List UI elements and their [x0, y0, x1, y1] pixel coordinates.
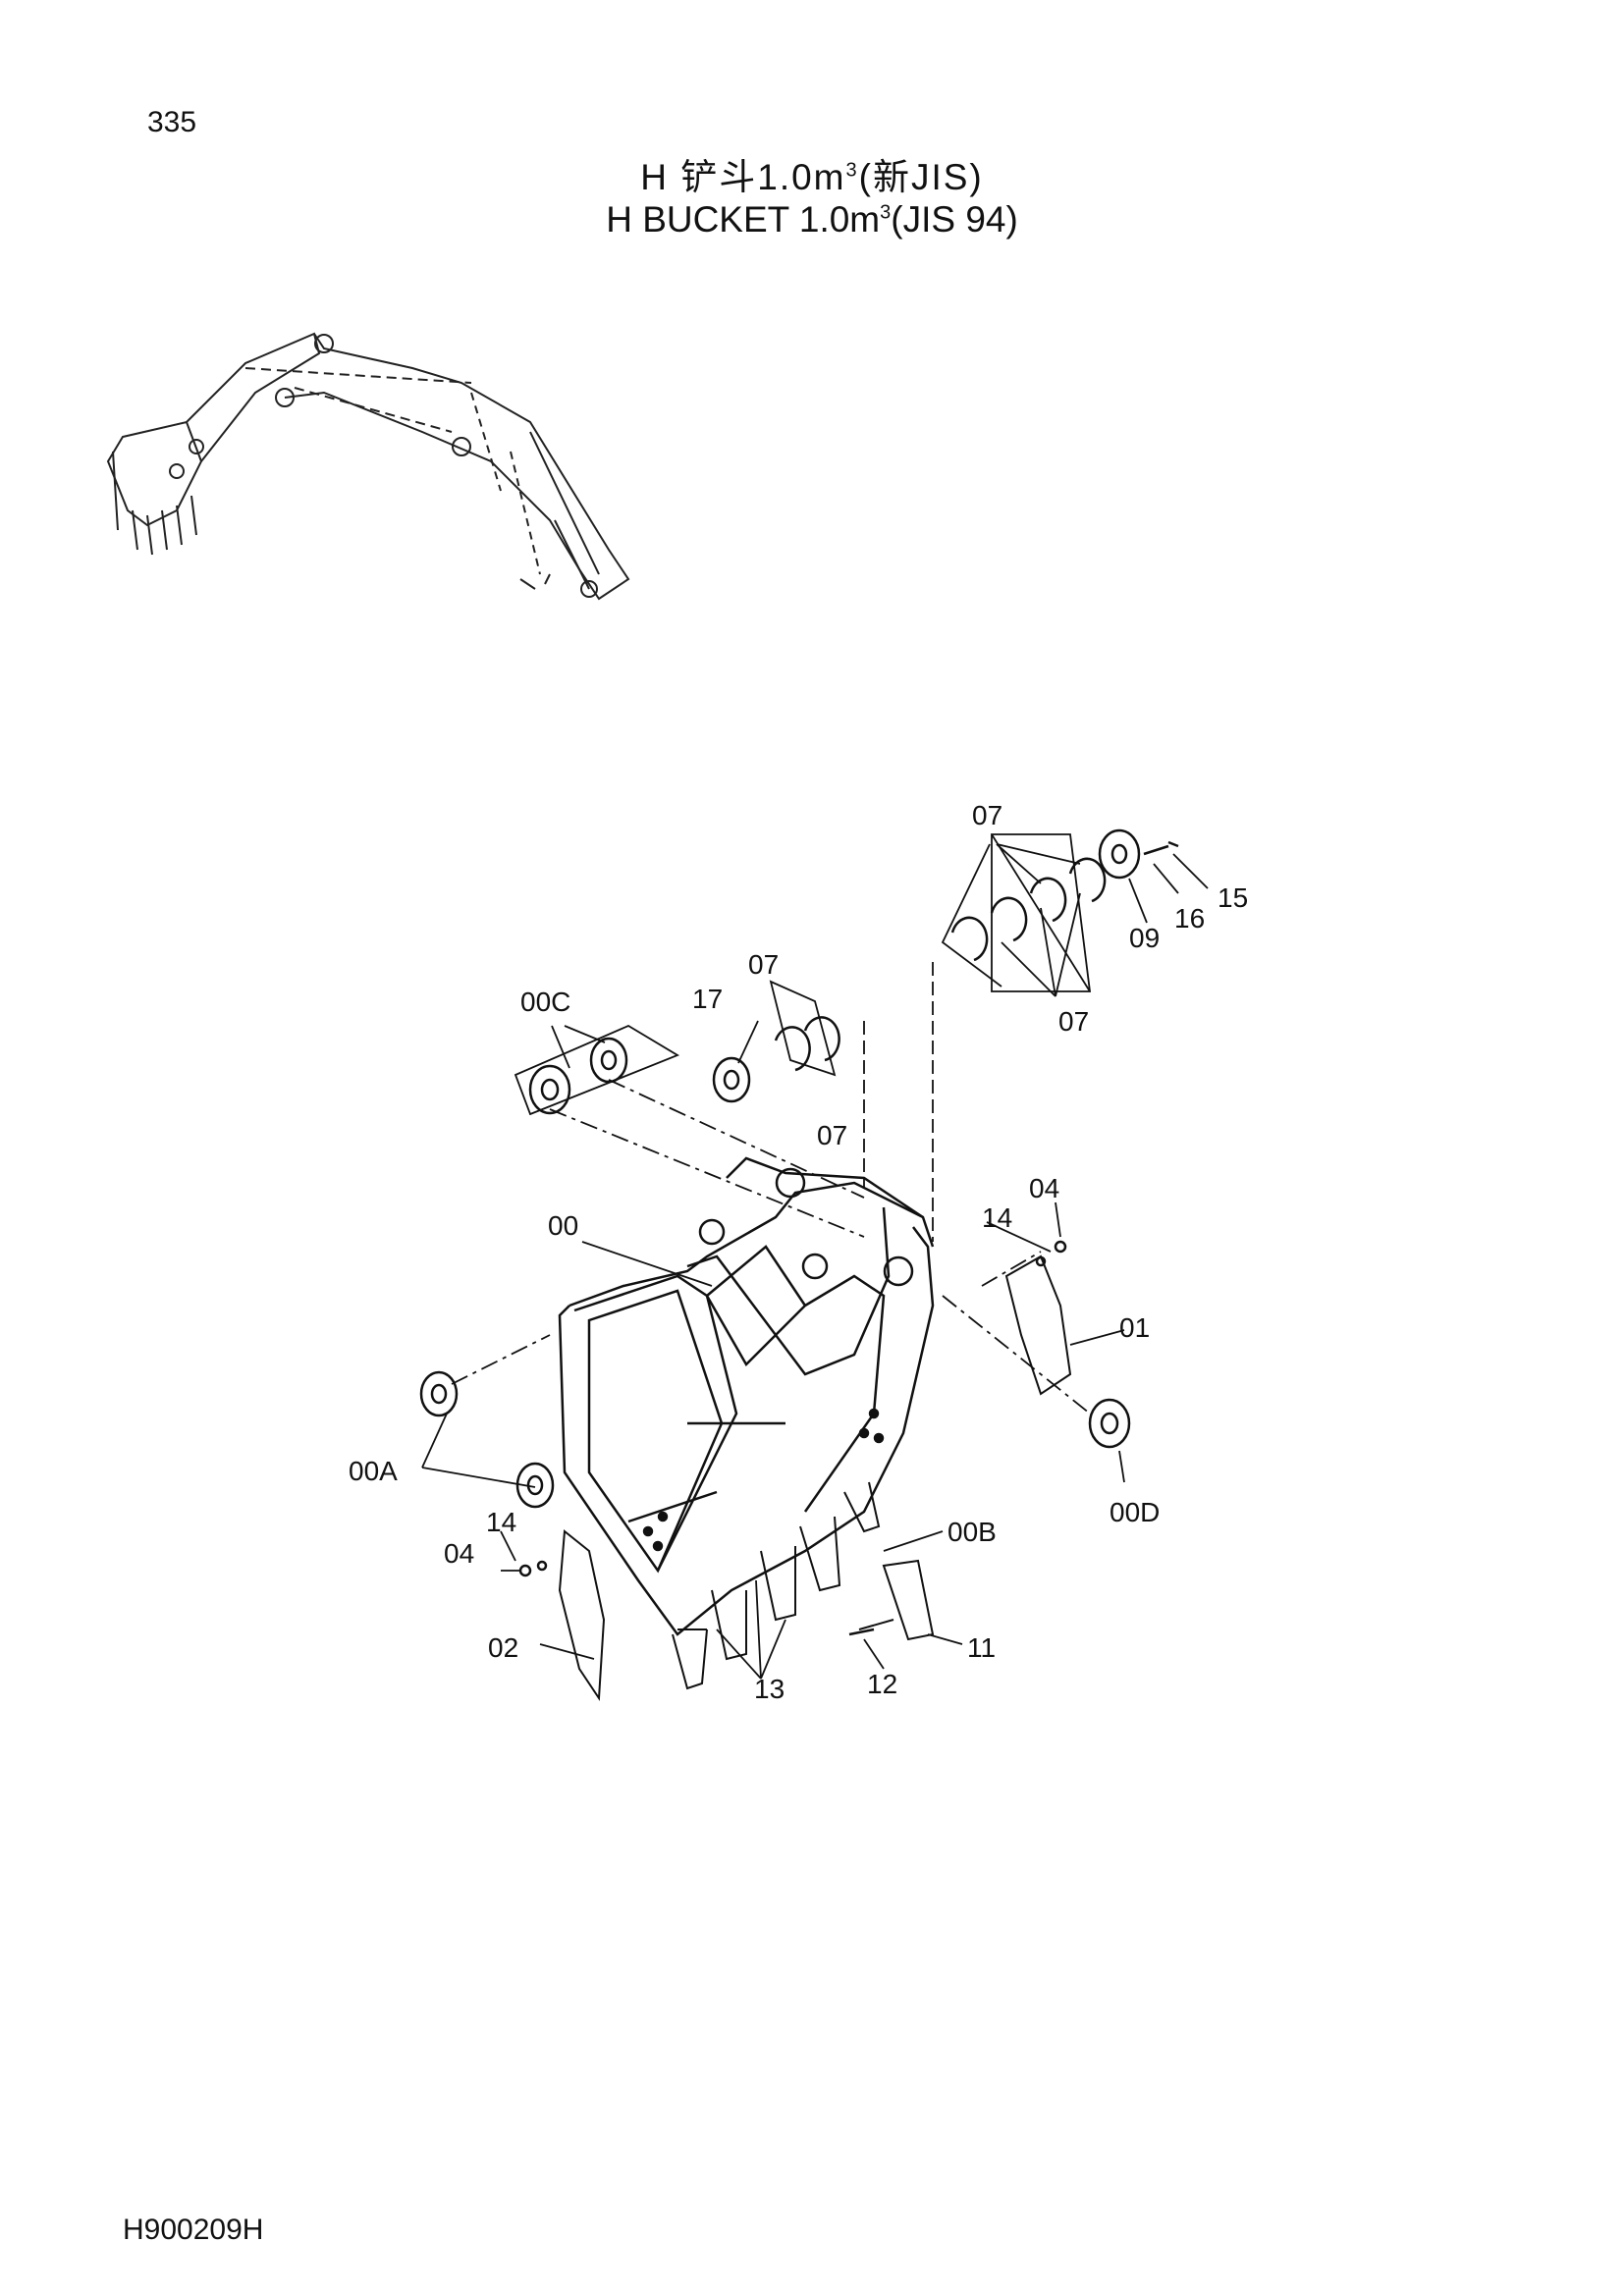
title-chinese-main: H 铲斗1.0m	[640, 157, 846, 197]
title-chinese: H 铲斗1.0m3(新JIS)	[0, 147, 1624, 200]
title-english-tail: (JIS 94)	[891, 199, 1018, 240]
label-17: 17	[692, 984, 723, 1014]
label-04-left: 04	[444, 1538, 474, 1569]
label-16: 16	[1174, 903, 1205, 934]
label-13: 13	[754, 1674, 785, 1704]
label-07-top: 07	[972, 800, 1002, 830]
bucket-body	[558, 1156, 935, 1636]
label-00c: 00C	[520, 987, 570, 1017]
title-english-main: H BUCKET 1.0m	[606, 199, 881, 240]
label-00: 00	[548, 1210, 578, 1241]
label-07-right: 07	[1058, 1006, 1089, 1037]
title-chinese-tail: (新JIS)	[858, 157, 984, 197]
label-00b: 00B	[947, 1517, 997, 1547]
title-chinese-superscript: 3	[845, 159, 859, 182]
label-02: 02	[488, 1632, 518, 1663]
label-00d: 00D	[1110, 1497, 1160, 1527]
label-12: 12	[867, 1669, 897, 1699]
title-english-superscript: 3	[880, 201, 892, 224]
label-00a: 00A	[349, 1456, 398, 1486]
leader-lines	[421, 833, 1209, 1680]
label-01: 01	[1119, 1312, 1150, 1343]
label-14-left: 14	[486, 1507, 516, 1537]
label-11: 11	[967, 1632, 996, 1663]
label-14-right: 14	[982, 1202, 1012, 1233]
label-07-mid: 07	[748, 949, 779, 980]
document-code: H900209H	[123, 2214, 264, 2246]
label-15: 15	[1218, 882, 1248, 913]
title-english: H BUCKET 1.0m3(JIS 94)	[0, 199, 1624, 240]
bucket-teeth	[672, 1481, 935, 1690]
label-04-right: 04	[1029, 1173, 1059, 1203]
label-09: 09	[1129, 923, 1160, 953]
label-07-low: 07	[817, 1120, 847, 1150]
locator-sketch	[106, 332, 630, 601]
page-number: 335	[147, 106, 197, 138]
